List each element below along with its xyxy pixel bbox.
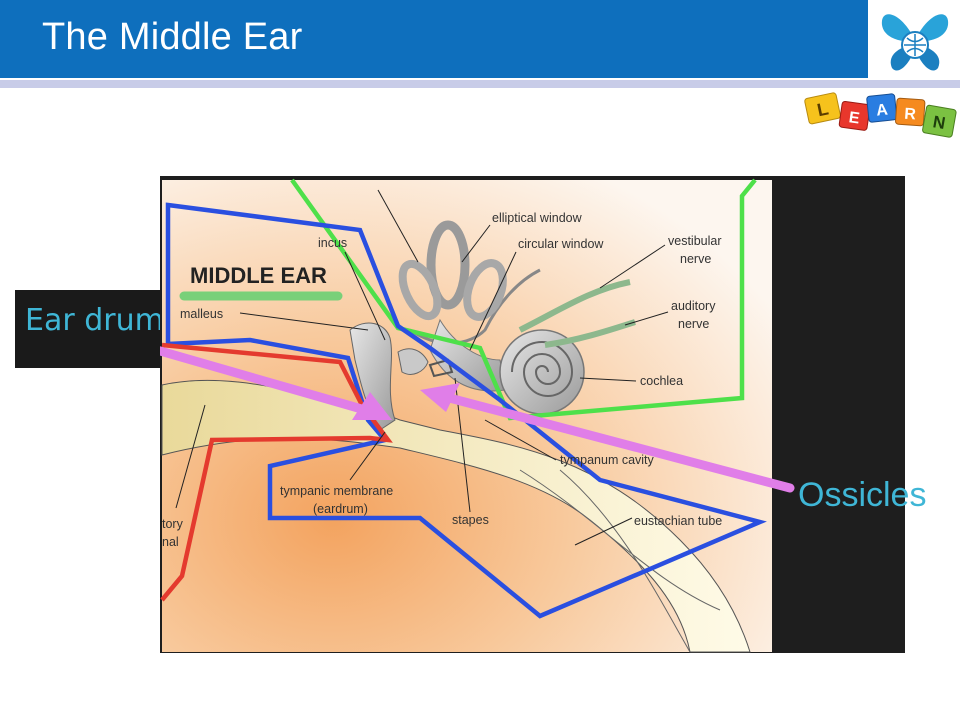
pointer-line: [469, 251, 517, 351]
stapes-bone: [428, 358, 454, 378]
label-circular-window: circular window: [518, 237, 604, 251]
pointer-line: [574, 517, 633, 546]
label-tympanum-cavity: tympanum cavity: [560, 453, 655, 467]
pointer-line: [579, 377, 637, 382]
outer-ear-red-outline: [160, 342, 393, 602]
ossicles-arrowhead: [420, 383, 460, 412]
middle-ear-blue-outline: [165, 202, 767, 619]
ossicles-annotation: Ossicles: [798, 476, 926, 514]
pointer-line: [599, 244, 666, 289]
incus-bone: [397, 348, 429, 375]
ear-drum-arrowhead: [352, 392, 392, 420]
pointer-line: [377, 189, 419, 263]
label-incus: incus: [318, 236, 347, 250]
label-tympanic-membrane-2: (eardrum): [313, 502, 368, 516]
label-vestibular-nerve-2: nerve: [680, 252, 711, 266]
label-auditory-canal-1: tory: [162, 517, 184, 531]
semicircular-canal-1: [426, 220, 470, 310]
label-elliptical-window: elliptical window: [492, 211, 583, 225]
middle-ear-heading: MIDDLE EAR: [190, 263, 327, 288]
title-bar: The Middle Ear: [0, 0, 868, 78]
butterfly-logo: [870, 0, 960, 80]
pointer-line: [624, 311, 669, 326]
logo-letter-l: L: [815, 98, 830, 120]
semicircular-canal-2: [398, 259, 442, 321]
label-tympanic-membrane-1: tympanic membrane: [280, 484, 393, 498]
eustachian-tube-line-2: [519, 469, 721, 611]
vestibular-nerve: [518, 279, 631, 333]
eustachian-tube-line: [559, 469, 691, 653]
title-divider: [0, 80, 960, 88]
logo-letter-a: A: [875, 101, 889, 119]
ossicles-arrow: [437, 391, 795, 493]
label-auditory-nerve-1: auditory: [671, 299, 716, 313]
label-stapes: stapes: [452, 513, 489, 527]
label-auditory-nerve-2: nerve: [678, 317, 709, 331]
logo-letter-r: R: [904, 106, 917, 124]
pointer-line: [344, 251, 386, 341]
ear-drum-annotation: Ear drum: [25, 303, 160, 338]
pointer-line: [484, 419, 557, 461]
ear-drum-annotation-box: Ear drum: [15, 290, 164, 368]
label-vestibular-nerve-1: vestibular: [668, 234, 722, 248]
pointer-line: [175, 404, 206, 509]
pointer-line: [461, 224, 491, 263]
pointer-line: [349, 431, 386, 481]
slide-title: The Middle Ear: [42, 16, 303, 58]
cochlea-shape: [499, 329, 585, 415]
pointer-line: [239, 312, 369, 331]
logo-letter-n: N: [931, 112, 946, 133]
label-auditory-canal-2: nal: [162, 535, 179, 549]
learn-puzzle-logo: L E A R N: [800, 85, 960, 150]
label-malleus: malleus: [180, 307, 223, 321]
semicircular-canal-3: [463, 259, 507, 321]
label-eustachian-tube: eustachian tube: [634, 514, 722, 528]
label-cochlea: cochlea: [640, 374, 683, 388]
logo-letter-e: E: [848, 109, 861, 127]
